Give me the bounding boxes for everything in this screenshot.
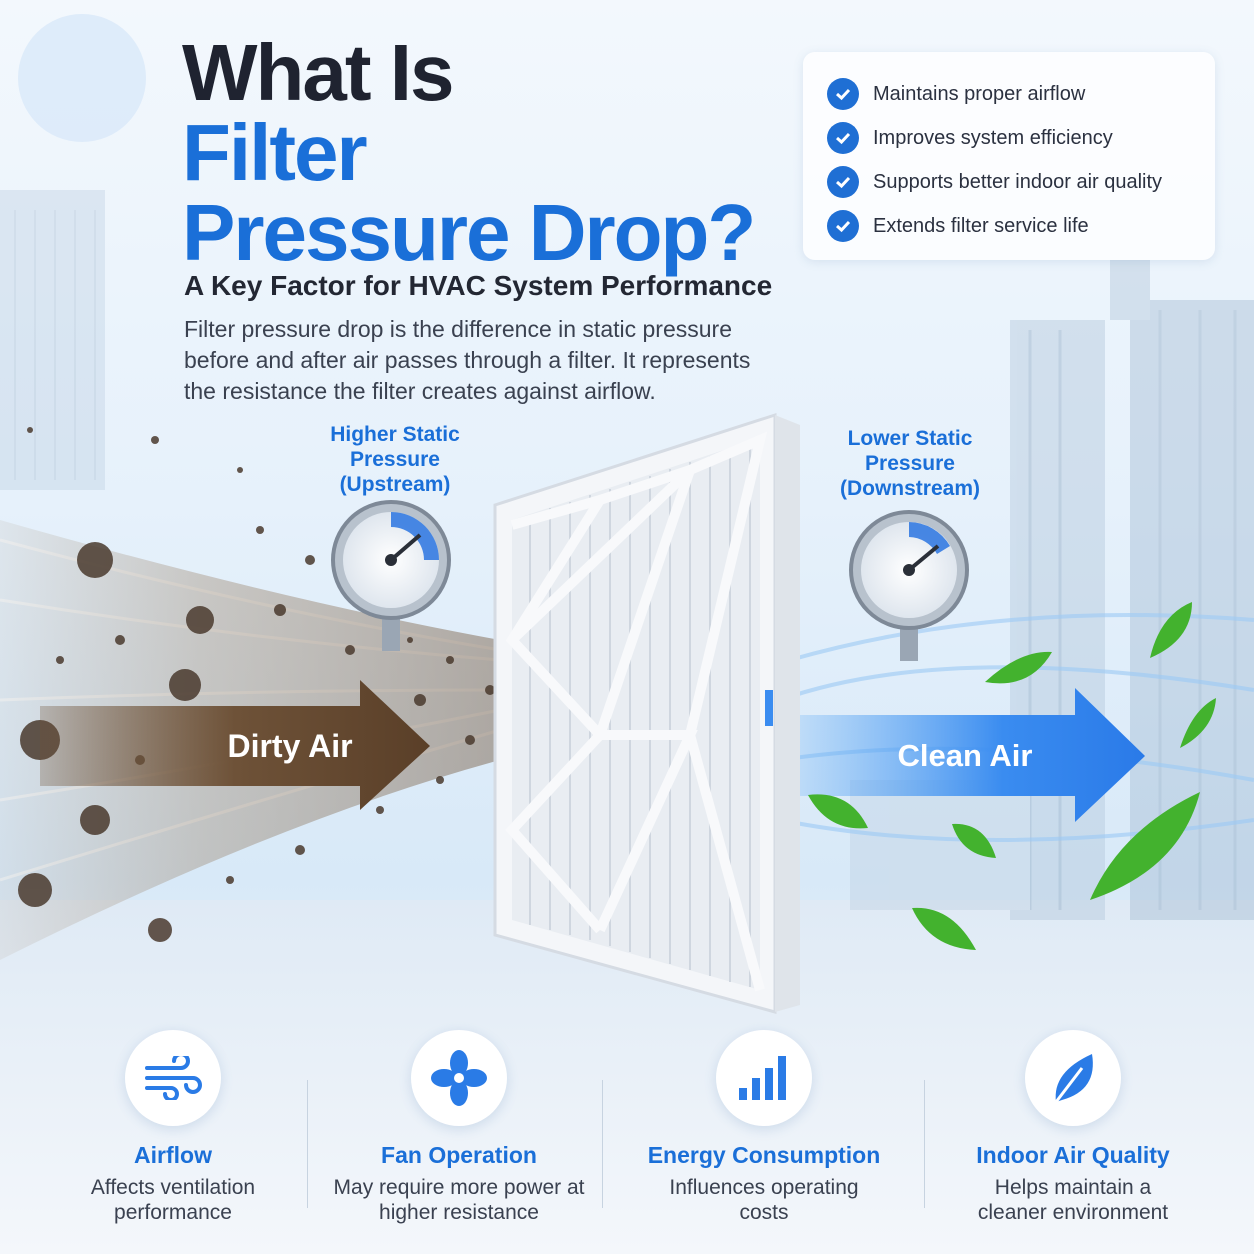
check-icon <box>827 166 859 198</box>
feature-desc: Affects ventilation performance <box>90 1176 256 1224</box>
description: Filter pressure drop is the difference i… <box>184 316 751 404</box>
divider <box>924 1080 925 1208</box>
benefit-text: Supports better indoor air quality <box>873 170 1163 193</box>
feature-title: Indoor Air Quality <box>976 1142 1170 1168</box>
feature-desc: May require more power at higher resista… <box>333 1176 585 1224</box>
benefit-text: Extends filter service life <box>873 214 1089 237</box>
benefit-text: Maintains proper airflow <box>873 82 1086 105</box>
feature-indoor-air-quality: Indoor Air Quality Helps maintain a clea… <box>923 1030 1223 1225</box>
feature-energy-consumption: Energy Consumption Influences operating … <box>614 1030 914 1225</box>
dirty-air-label: Dirty Air <box>227 728 353 764</box>
feature-desc: Helps maintain a cleaner environment <box>977 1176 1169 1224</box>
fan-icon <box>411 1030 507 1126</box>
feature-airflow: Airflow Affects ventilation performance <box>23 1030 323 1225</box>
feature-title: Energy Consumption <box>647 1142 881 1168</box>
clean-air-label: Clean Air <box>897 738 1033 773</box>
divider <box>307 1080 308 1208</box>
benefit-item: Maintains proper airflow <box>827 72 1197 116</box>
check-icon <box>827 78 859 110</box>
benefit-item: Supports better indoor air quality <box>827 160 1197 204</box>
subtitle: A Key Factor for HVAC System Performance <box>184 270 773 301</box>
check-icon <box>827 122 859 154</box>
title-line-3: Pressure Drop? <box>182 188 756 277</box>
benefit-item: Extends filter service life <box>827 204 1197 248</box>
feature-fan-operation: Fan Operation May require more power at … <box>309 1030 609 1225</box>
leaf-icon <box>1025 1030 1121 1126</box>
title-line-2: Filter <box>182 108 368 197</box>
bar-chart-icon <box>716 1030 812 1126</box>
feature-desc: Influences operating costs <box>669 1176 859 1224</box>
wind-icon <box>125 1030 221 1126</box>
benefits-panel: Maintains proper airflow Improves system… <box>803 52 1215 260</box>
upstream-gauge-label: Higher Static Pressure (Upstream) <box>330 423 460 496</box>
benefit-text: Improves system efficiency <box>873 126 1113 149</box>
benefit-item: Improves system efficiency <box>827 116 1197 160</box>
title-line-1: What Is <box>182 28 454 117</box>
downstream-gauge-label: Lower Static Pressure (Downstream) <box>839 427 981 500</box>
feature-title: Airflow <box>134 1142 212 1168</box>
check-icon <box>827 210 859 242</box>
divider <box>602 1080 603 1208</box>
feature-title: Fan Operation <box>381 1142 537 1168</box>
